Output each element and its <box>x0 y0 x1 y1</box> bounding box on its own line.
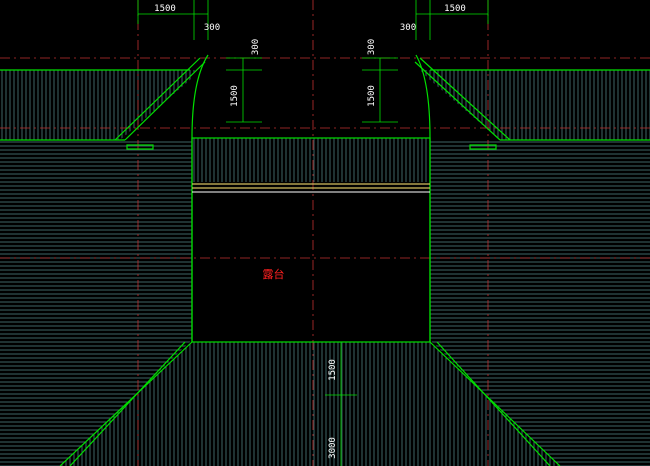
terrace-label-line-2: 台 <box>274 267 285 281</box>
dimension-labels: 1500 300 300 1500 300 300 1500 1500 1500… <box>154 4 466 459</box>
dim-label-top-right-width: 1500 <box>444 4 466 14</box>
terrace-outline <box>191 137 431 343</box>
dim-label-top-right-gap: 300 <box>400 23 416 33</box>
hip-top-right-b <box>414 61 501 141</box>
dimension-lines <box>137 0 489 466</box>
hip-top-left-b <box>124 61 206 141</box>
dim-label-bottom-depth: 1500 <box>328 359 338 381</box>
hip-top-right-a <box>419 57 511 141</box>
hip-top-left-a <box>114 57 201 141</box>
roof-top-right <box>420 70 650 140</box>
gutter-left <box>126 144 154 150</box>
opening-left-curve <box>191 54 209 342</box>
roof-center-strip <box>192 138 430 182</box>
dim-label-left-gap-vertical: 300 <box>251 39 261 55</box>
terrace-label-line-1: 露 <box>263 268 274 281</box>
outlines <box>0 54 650 466</box>
dim-label-right-depth: 1500 <box>367 85 377 107</box>
roof-top-left <box>0 70 195 140</box>
terrace-label: 露 台 <box>263 267 285 281</box>
dim-label-top-left-gap: 300 <box>204 23 220 33</box>
gutter-right <box>469 144 497 150</box>
opening-right-curve <box>415 54 431 342</box>
roof-hatch-areas <box>0 70 650 466</box>
roof-right <box>430 140 650 466</box>
beam <box>192 183 430 193</box>
dim-label-right-gap-vertical: 300 <box>367 39 377 55</box>
dim-label-left-depth: 1500 <box>230 85 240 107</box>
hip-bottom-right <box>429 341 561 466</box>
roof-left <box>0 140 192 466</box>
hip-bottom-left <box>59 341 193 466</box>
hip-bottom-right-2 <box>436 341 551 466</box>
dim-label-bottom-lower: 3000 <box>328 437 338 459</box>
roof-bottom <box>60 342 560 466</box>
hip-bottom-left-2 <box>69 341 186 466</box>
dim-label-top-left-width: 1500 <box>154 4 176 14</box>
